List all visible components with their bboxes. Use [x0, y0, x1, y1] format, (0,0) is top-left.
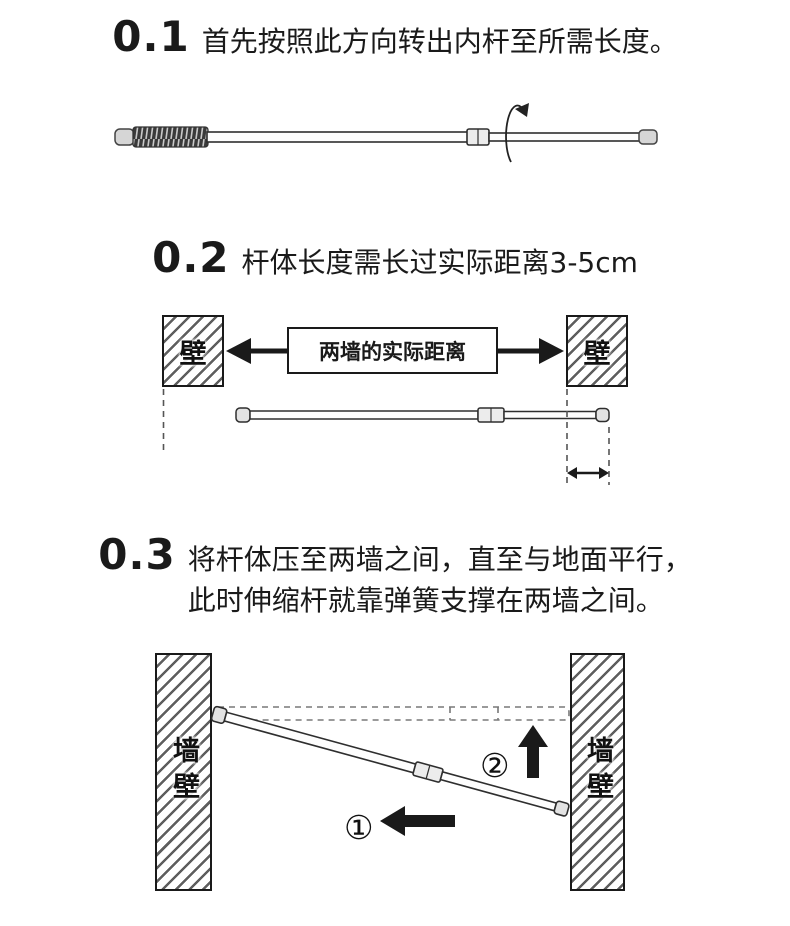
- step1-diagram: [0, 95, 790, 185]
- push-up-arrow: [518, 725, 548, 778]
- step2-diagram: 壁 壁 两墙的实际距离: [0, 303, 790, 503]
- rod-left-cap: [114, 128, 135, 146]
- right-wall-label: 壁: [583, 338, 611, 370]
- rod-left-cap: [235, 407, 251, 423]
- telescopic-rod: [235, 407, 610, 423]
- rod-right-cap: [595, 407, 610, 423]
- left-wall: 壁: [162, 315, 224, 387]
- inner-tube: [488, 132, 641, 142]
- step1-number: 0.1: [112, 12, 190, 61]
- step1-title: 首先按照此方向转出内杆至所需长度。: [201, 25, 678, 58]
- left-wall-label: 壁: [179, 338, 207, 370]
- step2-heading: 0.2 杆体长度需长过实际距离3-5cm: [0, 233, 790, 282]
- overhang-arrow: [567, 467, 609, 479]
- step2-marker: ②: [480, 746, 510, 785]
- step3-title-line2: 此时伸缩杆就靠弹簧支撑在两墙之间。: [187, 584, 664, 617]
- install-illustration: [210, 705, 570, 836]
- dashed-guides: [162, 389, 610, 485]
- right-wall: 壁: [566, 315, 628, 387]
- telescopic-rod: [114, 126, 658, 148]
- step3-title-line1: 将杆体压至两墙之间，直至与地面平行，: [187, 543, 692, 576]
- outer-tube: [206, 131, 470, 143]
- outer-tube: [249, 410, 479, 420]
- rod-right-cap: [553, 800, 570, 817]
- outer-tube: [223, 711, 417, 774]
- distance-label: 两墙的实际距离: [319, 339, 466, 364]
- step1-marker: ①: [344, 808, 374, 847]
- spring-coil: [132, 126, 209, 148]
- right-wall-label: 墙壁: [582, 736, 613, 808]
- distance-label-box: 两墙的实际距离: [287, 327, 498, 374]
- step1-heading: 0.1 首先按照此方向转出内杆至所需长度。: [0, 12, 790, 61]
- rod-rotation-illustration: [114, 103, 658, 163]
- inner-tube: [503, 410, 597, 420]
- tilted-rod: [210, 705, 570, 817]
- rod-right-cap: [638, 129, 658, 145]
- rotation-arrow-icon: [505, 103, 529, 163]
- right-wall: 墙壁: [570, 653, 625, 891]
- step3-text: 将杆体压至两墙之间，直至与地面平行， 此时伸缩杆就靠弹簧支撑在两墙之间。: [188, 539, 692, 621]
- step3-diagram: 墙壁 墙壁 ① ②: [0, 643, 790, 923]
- push-left-arrow: [380, 806, 455, 836]
- step2-title: 杆体长度需长过实际距离3-5cm: [241, 246, 638, 279]
- step3-heading: 0.3 将杆体压至两墙之间，直至与地面平行， 此时伸缩杆就靠弹簧支撑在两墙之间。: [0, 530, 790, 621]
- left-wall: 墙壁: [155, 653, 212, 891]
- left-wall-label: 墙壁: [168, 736, 199, 808]
- ghost-rod: [212, 706, 570, 721]
- step3-number: 0.3: [98, 530, 176, 579]
- step2-number: 0.2: [152, 233, 230, 282]
